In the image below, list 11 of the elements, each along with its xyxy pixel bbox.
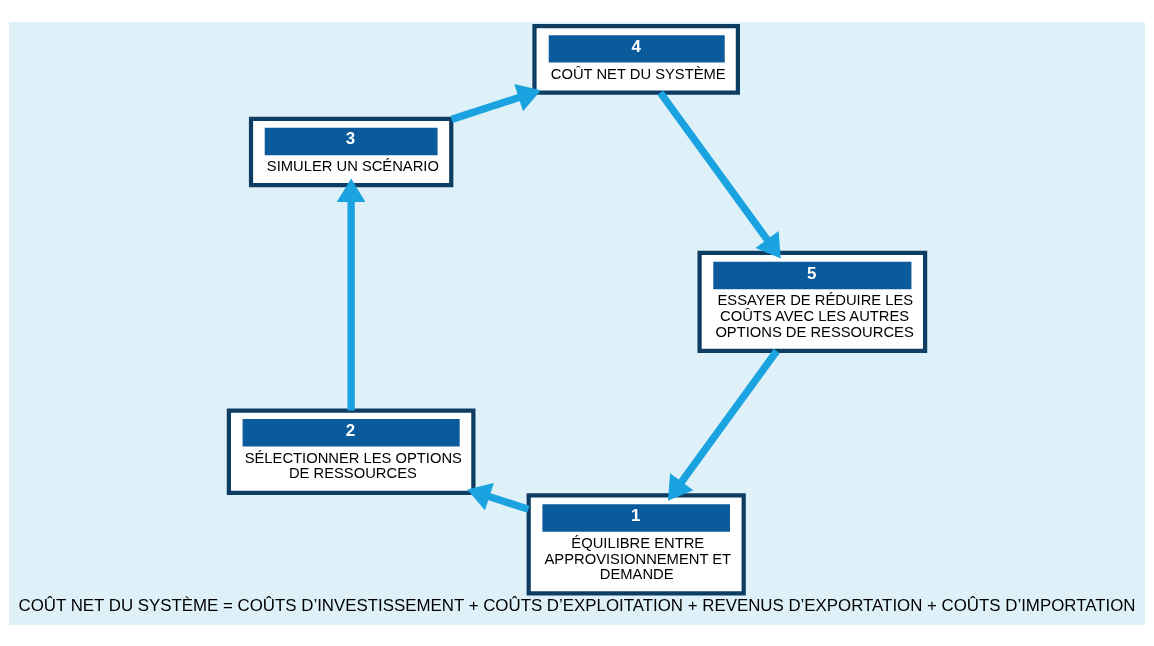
arrow — [336, 178, 366, 410]
arrow — [450, 83, 541, 123]
arrow — [657, 89, 781, 258]
arrow — [667, 348, 780, 501]
node-box: 5 ESSAYER DE RÉDUIRE LES COÛTS AVEC LES AUTRES OPTIONS DE RESSOURCES — [697, 250, 928, 353]
node-box: 4 COÛT NET DU SYSTÈME — [532, 23, 740, 95]
node-box: 3 SIMULER UN SCÉNARIO — [248, 116, 454, 187]
node-box: 1 ÉQUILIBRE ENTRE APPROVISIONNEMENT ET DEMANDE — [526, 492, 746, 595]
arrow — [467, 482, 530, 513]
node-box: 2 SÉLECTIONNER LES OPTIONS DE RESSOURCES — [226, 408, 476, 495]
caption: COÛT NET DU SYSTÈME = COÛTS D’INVESTISSEMENT + COÛTS D’EXPLOITATION + REVENUS D’EXPORTATION + COÛTS D’IMPORTATION — [18, 595, 1136, 615]
